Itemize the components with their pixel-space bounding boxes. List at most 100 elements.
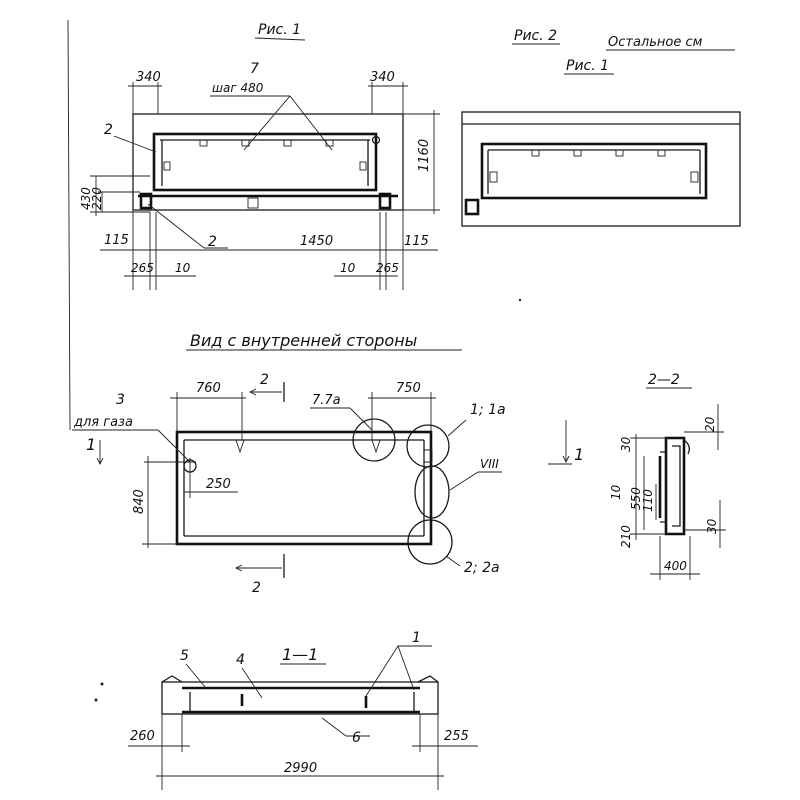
fig2-plate [573,149,582,157]
inner-leader [157,429,191,463]
inner-leader [349,407,373,431]
section-1-1-title: 1—1 [282,645,318,664]
inner-section-mark-1-right: 1 [574,445,584,464]
fig2-corner-plate [464,198,480,216]
section-1-1-edge [161,675,183,683]
inner-leader [447,419,467,437]
fig1-leader [147,203,205,249]
section-2-2-profile [664,436,686,536]
fig2-plate [531,149,540,157]
fig2-opening-frame [480,142,708,200]
s11-callout-1: 1 [412,630,421,646]
fig1-leader [289,95,333,151]
section-2-2-steps [660,451,666,523]
fig1-plate [283,139,292,147]
inner-dim-250: 250 [206,477,231,492]
inner-panel-outline [175,430,433,546]
fig1-dim-430: 430 [79,187,93,210]
inner-for-gas: для газа [73,415,133,430]
inner-callout-7-7a: 7.7а [312,393,341,408]
inner-callout-1-1a: 1; 1а [470,402,506,418]
fig1-dim-265-left: 265 [131,261,154,275]
s22-dim-210: 210 [619,525,633,548]
fig1-dim-1160: 1160 [417,139,432,172]
section-2-2-title: 2—2 [648,372,680,388]
fig1-plate [359,161,367,171]
fig2-plate [489,171,498,183]
fig1-opening-frame [152,132,378,192]
section-arrowhead [234,564,243,572]
section-mark-arrowhead [96,457,104,466]
fig2-panel-outline [461,111,741,227]
section-1-1-anchors [240,694,368,708]
fig2-note: Остальное см [608,35,703,50]
section-2-2-inner [672,445,681,527]
fig2-ref: Рис. 1 [566,58,609,74]
fig1-leader [243,95,291,151]
margin-line [67,19,71,431]
s11-dim-260: 260 [130,729,155,744]
s22-dim-400: 400 [664,559,687,573]
section-1-1-drawing: 1—1 5 4 1 6 260 255 2990 [128,630,478,790]
section-arrowhead [248,388,257,396]
inner-anchor [371,439,381,454]
fig1-dim-115-right: 115 [404,234,429,249]
fig1-dim-340-right: 340 [370,70,395,85]
s11-leader [365,645,399,697]
inner-leader [445,555,461,567]
fig1-dim-1450: 1450 [300,234,333,249]
s22-dim-20: 20 [703,416,717,432]
fig2-title: Рис. 2 [514,28,557,44]
fig1-callout-2-top: 2 [104,122,113,138]
fig1-corner-plate-right [378,192,392,210]
inner-dim-750: 750 [396,381,421,396]
inner-dim-840: 840 [132,489,147,514]
fig1-plate [241,139,250,147]
fig2-plate [657,149,666,157]
fig1-title: Рис. 1 [258,22,301,38]
fig1-loop [371,135,381,145]
fig1-plate [199,139,208,147]
inner-callout-viii: VIII [480,457,499,471]
s11-leader [321,717,347,737]
fig1-drawing: Рис. 1 340 340 7 шаг 480 [79,22,440,290]
s11-callout-4: 4 [236,652,245,668]
s22-dim-10: 10 [609,484,623,500]
inner-view-title: Вид с внутренней стороны [190,331,417,350]
s11-callout-6: 6 [352,730,361,746]
inner-leader [449,471,479,491]
s11-leader [397,645,415,691]
fig1-leader [113,135,157,153]
s11-leader [241,667,263,699]
section-2-2-drawing: 2—2 30 10 550 110 210 20 30 400 [609,372,726,580]
fig1-dim-265-right: 265 [376,261,399,275]
inner-callout-2-2a: 2; 2а [464,560,500,576]
s11-leader [185,663,207,689]
s22-dim-30a: 30 [619,436,633,452]
corner-detail [424,449,433,463]
detail-ellipse-viii [414,465,450,519]
fig2-plate [615,149,624,157]
fig1-dim-340-left: 340 [136,70,161,85]
fig1-title-underline [254,37,306,41]
inner-callout-3: 3 [116,392,125,408]
inner-dim-760: 760 [196,381,221,396]
fig1-callout-2-bottom: 2 [208,234,217,250]
s11-dim-255: 255 [444,729,469,744]
section-1-1-edge [417,675,439,683]
fig2-plate [690,171,699,183]
fig1-callout-7: 7 [250,61,259,77]
fig1-dim-10-right: 10 [340,261,356,275]
detail-circle-2 [407,519,453,565]
inner-section-mark-1: 1 [86,435,96,454]
s11-dim-2990: 2990 [284,761,317,776]
s22-dim-30b: 30 [705,518,719,534]
stray-mark [100,682,104,686]
fig1-dim-115-left: 115 [104,233,129,248]
stray-mark [94,698,98,702]
fig1-plate [247,197,259,209]
inner-view-drawing: Вид с внутренней стороны 3 для газа 1 76… [72,331,584,596]
inner-section-2-top: 2 [260,372,269,388]
fig1-dim-10-left: 10 [175,261,191,275]
